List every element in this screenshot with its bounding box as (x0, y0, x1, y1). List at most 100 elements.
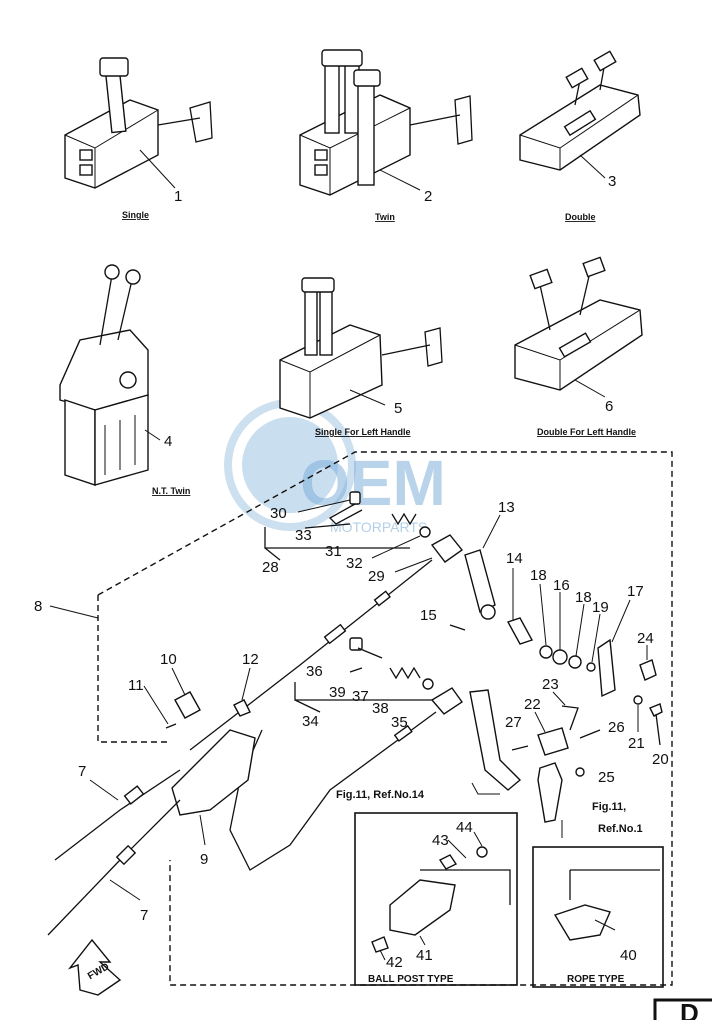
watermark-globe-core (242, 417, 338, 513)
part-label-7b: 7 (140, 907, 148, 924)
part-label-37: 37 (352, 688, 369, 705)
part-label-7a: 7 (78, 763, 86, 780)
part-label-6: 6 (605, 398, 613, 415)
part-37-spring (389, 666, 421, 680)
caption-single-left: Single For Left Handle (315, 427, 411, 437)
caption-double: Double (565, 212, 596, 222)
caption-single: Single (122, 210, 149, 220)
part-label-21: 21 (628, 735, 645, 752)
part-label-31: 31 (325, 543, 342, 560)
part-31-spring (391, 512, 417, 526)
part-30-bolt (328, 491, 363, 525)
part-5-single-left-control (279, 277, 443, 419)
fwd-arrow-icon (67, 938, 122, 996)
part-label-42: 42 (386, 954, 403, 971)
part-label-1: 1 (174, 188, 182, 205)
part-label-28: 28 (262, 559, 279, 576)
ref-fig11-14: Fig.11, Ref.No.14 (336, 789, 425, 801)
watermark: OEM MOTORPARTS (224, 399, 446, 535)
caption-twin: Twin (375, 212, 395, 222)
part-16-bushing (552, 649, 568, 665)
part-25-clip (575, 767, 585, 777)
corner-page-tab (653, 998, 712, 1020)
part-24-nut (639, 659, 657, 681)
part-17-lever (597, 638, 616, 698)
part-label-38: 38 (372, 700, 389, 717)
corner-letter: D (680, 998, 699, 1020)
part-12-bolt (233, 699, 251, 717)
part-label-11: 11 (128, 677, 144, 694)
part-label-15: 15 (420, 607, 437, 624)
part-label-13: 13 (498, 499, 515, 516)
part-label-26: 26 (608, 719, 625, 736)
part-14-pin (506, 617, 534, 645)
part-38-washer (422, 678, 434, 690)
watermark-sub: MOTORPARTS (330, 519, 427, 535)
part-label-25: 25 (598, 769, 615, 786)
part-label-35: 35 (391, 714, 408, 731)
part-1-single-control (64, 57, 213, 189)
part-19-washer (586, 662, 596, 672)
part-21-washer (633, 695, 643, 705)
part-label-8: 8 (34, 598, 42, 615)
part-label-36: 36 (306, 663, 323, 680)
part-label-18a: 18 (530, 567, 547, 584)
part-label-2: 2 (424, 188, 432, 205)
part-23-rod (561, 705, 579, 731)
ref-fig11-line1: Fig.11, (592, 801, 626, 813)
part-label-19: 19 (592, 599, 609, 616)
fig11-ref1-part (537, 762, 563, 823)
part-label-5: 5 (394, 400, 402, 417)
part-label-44: 44 (456, 819, 473, 836)
part-label-23: 23 (542, 676, 559, 693)
part-29-clip (430, 534, 464, 563)
part-label-17: 17 (627, 583, 644, 600)
part-label-39: 39 (329, 684, 346, 701)
part-7-cable-a (54, 769, 181, 861)
part-18-washer-b (568, 655, 582, 669)
part-32-washer (419, 526, 431, 538)
part-label-29: 29 (368, 568, 385, 585)
fig11-ref14-part (469, 689, 522, 791)
part-label-32: 32 (346, 555, 363, 572)
rope-type-box (532, 846, 664, 988)
part-13-arm (464, 549, 496, 613)
part-label-27: 27 (505, 714, 522, 731)
caption-nt-twin: N.T. Twin (152, 486, 190, 496)
part-22-bracket (537, 727, 569, 756)
ref-fig11-line2: Ref.No.1 (598, 823, 643, 835)
part-label-18b: 18 (575, 589, 592, 606)
part-label-16: 16 (553, 577, 570, 594)
part-9-bracket (171, 729, 256, 816)
part-3-double-control (519, 50, 641, 179)
part-35-clip (430, 687, 463, 715)
caption-ball-post-type: BALL POST TYPE (368, 974, 454, 985)
part-label-41: 41 (416, 947, 433, 964)
part-label-14: 14 (506, 550, 523, 567)
part-18-washer-a (539, 645, 553, 659)
part-36-bolt (349, 637, 363, 651)
ball-post-type-box (354, 812, 518, 986)
part-label-10: 10 (160, 651, 177, 668)
part-10-bracket (174, 691, 201, 719)
part-label-3: 3 (608, 173, 616, 190)
part-6-double-left-control (514, 256, 643, 398)
part-20-screw (649, 703, 663, 717)
part-label-4: 4 (164, 433, 172, 450)
caption-rope-type: ROPE TYPE (567, 974, 625, 985)
part-2-twin-control (299, 49, 473, 196)
part-7-cable-b (47, 799, 181, 936)
part-label-30: 30 (270, 505, 287, 522)
part-4-nt-twin-control (59, 264, 161, 486)
part-label-34: 34 (302, 713, 319, 730)
watermark-brand: OEM (300, 447, 446, 519)
part-label-40: 40 (620, 947, 637, 964)
part-label-33: 33 (295, 527, 312, 544)
part-label-22: 22 (524, 696, 541, 713)
part-label-43: 43 (432, 832, 449, 849)
kit-boundary-8 (97, 451, 673, 986)
part-label-20: 20 (652, 751, 669, 768)
caption-double-left: Double For Left Handle (537, 427, 636, 437)
